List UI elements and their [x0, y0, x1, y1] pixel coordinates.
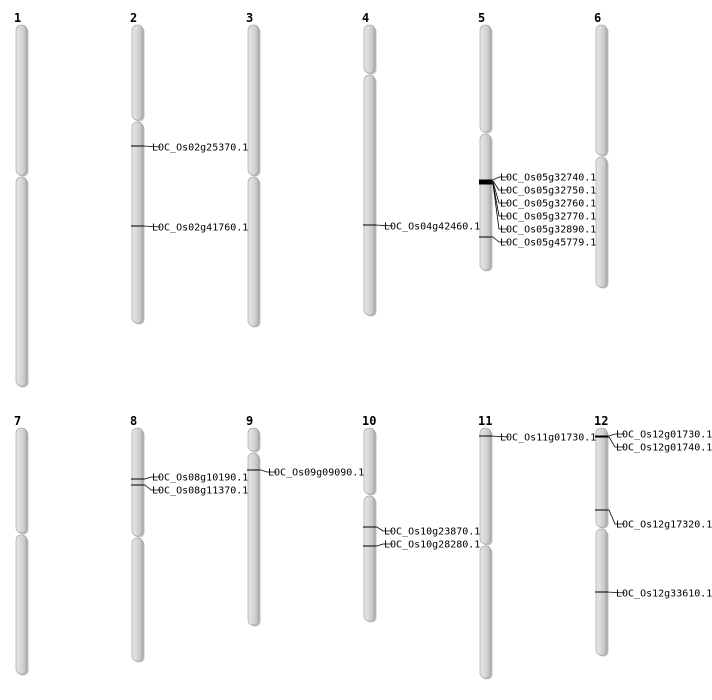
gene-label: LOC_Os10g23870.1	[384, 527, 480, 538]
chromosome-6: 6	[594, 11, 609, 289]
chromosome-q-arm	[247, 452, 260, 626]
chromosome-q-arm	[363, 74, 376, 316]
chromosome-p-arm	[247, 427, 260, 452]
gene-label: LOC_Os05g32890.1	[500, 225, 596, 236]
gene-leader-line	[375, 526, 393, 532]
gene-label: LOC_Os05g32760.1	[500, 199, 596, 210]
chromosome-5: 5LOC_Os05g32740.1LOC_Os05g32750.1LOC_Os0…	[478, 11, 596, 272]
gene-label: LOC_Os05g32740.1	[500, 173, 596, 184]
gene-label: LOC_Os08g11370.1	[152, 486, 248, 497]
gene-leader-line	[607, 436, 625, 448]
gene-leader-line	[490, 435, 510, 438]
gene-leader-line	[142, 225, 162, 228]
chromosome-q-arm	[595, 156, 608, 288]
chromosome-label: 4	[362, 11, 369, 25]
chromosome-q-arm	[479, 133, 492, 271]
gene-label: LOC_Os02g25370.1	[152, 143, 248, 154]
chromosome-q-arm	[247, 176, 260, 327]
chromosome-label: 5	[478, 11, 485, 25]
gene-leader-line	[143, 484, 161, 491]
gene-leader-line	[259, 469, 277, 473]
chromosome-q-arm	[479, 545, 492, 679]
chromosome-12: 12LOC_Os12g01730.1LOC_Os12g01740.1LOC_Os…	[594, 414, 712, 657]
gene-leader-line	[491, 180, 509, 191]
chromosome-label: 2	[130, 11, 137, 25]
gene-label: LOC_Os04g42460.1	[384, 222, 480, 233]
chromosome-label: 10	[362, 414, 376, 428]
chromosome-p-arm	[479, 427, 492, 545]
gene-leader-line	[491, 176, 509, 181]
gene-leader-line	[491, 236, 509, 243]
gene-leader-line	[606, 591, 626, 594]
chromosome-label: 11	[478, 414, 492, 428]
chromosome-q-arm	[15, 176, 28, 387]
gene-leader-line	[143, 476, 161, 480]
gene-label: LOC_Os12g01730.1	[616, 430, 712, 441]
gene-label: LOC_Os10g28280.1	[384, 540, 480, 551]
gene-label: LOC_Os02g41760.1	[152, 223, 248, 234]
gene-label: LOC_Os12g01740.1	[616, 443, 712, 454]
chromosome-p-arm	[247, 24, 260, 176]
chromosome-label: 6	[594, 11, 601, 25]
chromosome-q-arm	[15, 534, 28, 675]
gene-label: LOC_Os08g10190.1	[152, 473, 248, 484]
gene-label: LOC_Os12g33610.1	[616, 589, 712, 600]
gene-label: LOC_Os05g32770.1	[500, 212, 596, 223]
chromosome-1: 1	[14, 11, 29, 388]
chromosome-label: 9	[246, 414, 253, 428]
gene-leader-line	[375, 543, 393, 547]
chromosome-p-arm	[363, 427, 376, 495]
gene-label: LOC_Os05g32750.1	[500, 186, 596, 197]
chromosome-p-arm	[595, 427, 608, 528]
gene-leader-line	[142, 145, 162, 148]
chromosome-3: 3	[246, 11, 261, 328]
gene-label: LOC_Os12g17320.1	[616, 520, 712, 531]
chromosome-q-arm	[131, 121, 144, 324]
gene-leader-line	[607, 433, 625, 437]
chromosome-7: 7	[14, 414, 29, 676]
chromosome-q-arm	[131, 537, 144, 662]
gene-leader-line	[491, 181, 509, 204]
chromosome-p-arm	[15, 24, 28, 176]
gene-leader-line	[607, 509, 625, 525]
chromosome-label: 8	[130, 414, 137, 428]
chromosome-p-arm	[595, 24, 608, 156]
gene-leader-line	[491, 182, 509, 217]
gene-label: LOC_Os11g01730.1	[500, 433, 596, 444]
gene-leader-line	[491, 183, 509, 230]
chromosome-q-arm	[363, 495, 376, 622]
chromosome-p-arm	[131, 427, 144, 537]
chromosome-p-arm	[363, 24, 376, 74]
gene-leader-line	[374, 224, 394, 227]
chromosome-p-arm	[15, 427, 28, 534]
chromosome-label: 3	[246, 11, 253, 25]
chromosome-label: 7	[14, 414, 21, 428]
chromosome-label: 12	[594, 414, 608, 428]
gene-label: LOC_Os09g09090.1	[268, 468, 364, 479]
chromosome-p-arm	[131, 24, 144, 121]
gene-label: LOC_Os05g45779.1	[500, 238, 596, 249]
chromosome-label: 1	[14, 11, 21, 25]
chromosome-p-arm	[479, 24, 492, 133]
